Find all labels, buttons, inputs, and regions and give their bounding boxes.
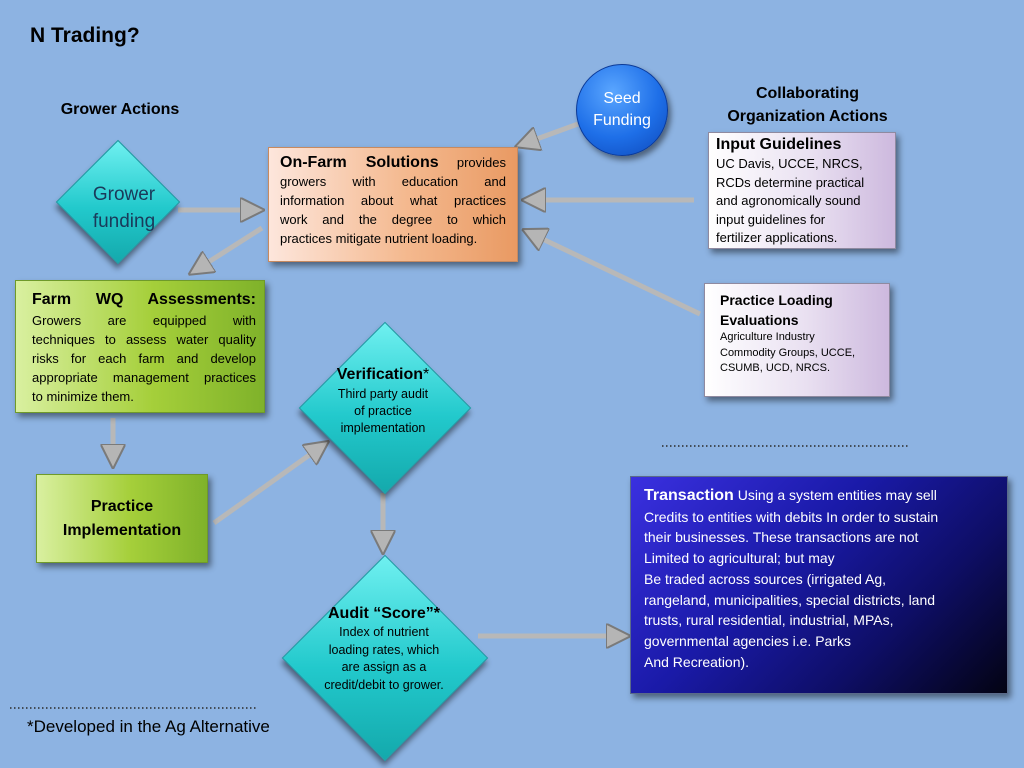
footnote: *Developed in the Ag Alternative	[27, 717, 270, 736]
transaction-line6: trusts, rural residential, industrial, M…	[644, 612, 894, 629]
onfarm-solutions-box: On-Farm Solutions provides growers with …	[268, 147, 518, 262]
arrow-onfarm-to-farm-wq	[196, 225, 264, 270]
transaction-box: Transaction Using a system entities may …	[630, 476, 1008, 694]
transaction-line2: their businesses. These transactions are…	[644, 529, 919, 546]
seed-line1: Seed	[603, 90, 641, 107]
transaction-line7: governmental agencies i.e. Parks	[644, 632, 851, 649]
practice-loading-title1: Practice Loading	[720, 292, 833, 308]
input-guidelines-line4: input guidelines for	[716, 211, 826, 227]
input-guidelines-box: Input Guidelines UC Davis, UCCE, NRCS, R…	[708, 132, 896, 249]
verification-title-line: Verification*	[313, 364, 453, 386]
audit-line3: are assign as a	[341, 660, 427, 674]
transaction-line3: Limited to agricultural; but may	[644, 550, 835, 567]
transaction-line1: Credits to entities with debits In order…	[644, 508, 939, 525]
input-guidelines-line1: UC Davis, UCCE, NRCS,	[716, 156, 863, 171]
grower-funding-line1: Grower	[92, 184, 156, 205]
transaction-line5: rangeland, municipalities, special distr…	[644, 591, 936, 608]
verification-text: Verification* Third party audit of pract…	[313, 364, 453, 437]
audit-title: Audit “Score”*	[327, 605, 440, 622]
seed-line2: Funding	[593, 112, 651, 129]
onfarm-line1: On-Farm Solutions provides	[280, 153, 506, 172]
collaborating-org-header: Collaborating Organization Actions	[700, 82, 915, 128]
verification-line2: of practice	[354, 404, 412, 418]
input-guidelines-line2: RCDs determine practical	[716, 174, 865, 190]
farm-wq-line5: to minimize them.	[32, 389, 134, 404]
farm-wq-line1: Growers are equipped with	[32, 313, 256, 328]
onfarm-title: On-Farm Solutions	[280, 154, 439, 171]
farm-wq-box: Farm WQ Assessments: Growers are equippe…	[15, 280, 265, 413]
practice-loading-line1: Agriculture Industry	[720, 331, 815, 343]
transaction-line8: And Recreation).	[644, 653, 750, 670]
audit-line4: credit/debit to grower.	[324, 677, 444, 692]
audit-line1: Index of nutrient	[339, 625, 429, 639]
practice-impl-line1: Practice	[90, 497, 154, 515]
farm-wq-title: Farm WQ Assessments:	[32, 291, 256, 308]
grower-actions-header: Grower Actions	[60, 101, 180, 118]
audit-score-text: Audit “Score”* Index of nutrient loading…	[308, 603, 460, 694]
arrow-seed-to-onfarm	[523, 121, 579, 144]
onfarm-line3: information about what practices	[280, 193, 506, 208]
practice-implementation-box: Practice Implementation	[36, 474, 208, 563]
arrow-practice-loading-to-onfarm	[530, 233, 702, 317]
transaction-line4: Be traded across sources (irrigated Ag,	[644, 570, 887, 587]
grower-funding-line2: funding	[92, 211, 156, 232]
farm-wq-line3: risks for each farm and develop	[32, 351, 256, 366]
farm-wq-line2: techniques to assess water quality	[32, 332, 256, 347]
practice-loading-title2: Evaluations	[720, 312, 799, 328]
transaction-text1: Using a system entities may sell	[737, 487, 937, 503]
input-guidelines-line5: fertilizer applications.	[716, 230, 838, 245]
seed-funding-circle: Seed Funding	[576, 64, 668, 156]
grower-funding-text: Grower funding	[64, 181, 184, 235]
practice-loading-box: Practice Loading Evaluations Agriculture…	[704, 283, 890, 397]
practice-impl-line2: Implementation	[62, 521, 182, 539]
onfarm-text1: provides	[456, 155, 506, 170]
input-guidelines-title: Input Guidelines	[716, 136, 842, 153]
transaction-title: Transaction	[644, 487, 734, 504]
audit-line2: loading rates, which	[328, 642, 440, 657]
arrow-practice-impl-to-verification	[212, 446, 322, 526]
transaction-line0: Transaction Using a system entities may …	[644, 485, 994, 507]
collab-header-line2: Organization Actions	[727, 108, 888, 125]
onfarm-line5: practices mitigate nutrient loading.	[280, 231, 478, 246]
practice-loading-line2: Commodity Groups, UCCE,	[720, 346, 856, 359]
slide-title: N Trading?	[30, 24, 140, 47]
farm-wq-line4: appropriate management practices	[32, 370, 256, 385]
verification-title: Verification	[336, 366, 423, 383]
verification-star: *	[423, 366, 430, 383]
verification-line1: Third party audit	[337, 387, 429, 401]
onfarm-line2: growers with education and	[280, 174, 506, 189]
collab-header-line1: Collaborating	[755, 85, 860, 102]
onfarm-line4: work and the degree to which	[280, 212, 506, 227]
practice-loading-line3: CSUMB, UCD, NRCS.	[720, 362, 831, 374]
input-guidelines-line3: and agronomically sound	[716, 193, 861, 208]
verification-line3: implementation	[340, 421, 426, 435]
